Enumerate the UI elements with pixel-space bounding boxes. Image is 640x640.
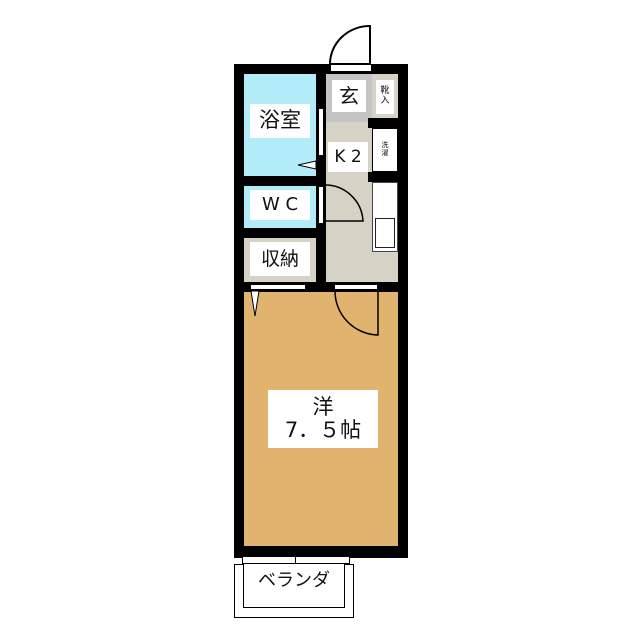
wall-bath-wc	[234, 176, 326, 186]
label-genkan: 玄	[332, 80, 366, 112]
entrance-door-frame[interactable]	[330, 64, 372, 72]
label-bath: 浴室	[250, 104, 310, 138]
balcony-inner	[243, 564, 345, 608]
label-shoe-box-1: 靴	[380, 86, 390, 97]
storage-door[interactable]	[250, 284, 306, 290]
label-kitchen: K 2	[328, 142, 368, 172]
balcony-window[interactable]	[242, 556, 350, 564]
outer-wall-left	[234, 64, 244, 558]
bath-door-arrow-icon	[297, 160, 317, 170]
bath-door[interactable]	[318, 108, 324, 156]
label-toilet: W C	[250, 190, 310, 220]
room-door-swing-icon	[334, 290, 379, 336]
label-storage: 収納	[250, 242, 310, 276]
label-western-room-type: 洋	[312, 394, 334, 419]
label-balcony: ベランダ	[258, 570, 330, 592]
wall-wc-storage	[234, 228, 326, 238]
label-laundry-2: 濯	[381, 149, 389, 157]
outer-wall-bottom	[234, 546, 408, 558]
kitchen-sink-icon	[375, 218, 395, 248]
entrance-door-swing-icon	[328, 24, 371, 65]
wall-kitchen-room	[234, 282, 408, 292]
label-shoe-box: 靴 入	[376, 80, 394, 114]
balcony-window-divider	[295, 553, 296, 565]
label-laundry-1: 洗	[381, 141, 389, 150]
storage-door-marker-icon	[250, 290, 260, 317]
label-western-room: 洋 7．５帖	[268, 390, 378, 448]
room-door[interactable]	[334, 284, 378, 290]
label-shoe-box-2: 入	[380, 96, 390, 106]
wc-door[interactable]	[318, 186, 324, 224]
outer-wall-right	[398, 64, 408, 558]
wall-laundry-bottom	[368, 172, 408, 182]
label-western-room-size: 7．５帖	[284, 418, 362, 442]
wc-door-swing-icon	[324, 184, 364, 222]
wall-shoebox-bottom	[368, 118, 408, 128]
label-laundry: 洗 濯	[376, 134, 394, 166]
